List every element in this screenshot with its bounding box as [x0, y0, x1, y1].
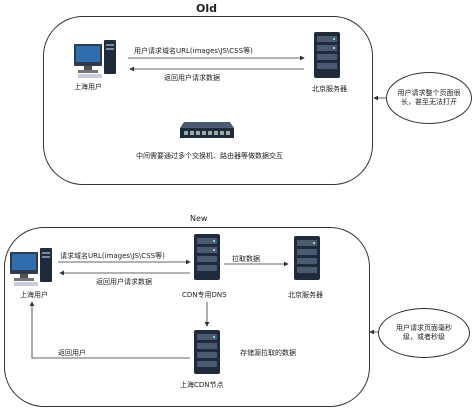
old-note-line1: 用户请求整个页面很 — [397, 88, 461, 97]
store-label: 存储源拉取的数据 — [240, 349, 296, 357]
new-title: New — [190, 214, 208, 223]
old-user-label: 上海用户 — [74, 83, 102, 91]
computer-icon — [74, 38, 124, 84]
old-title: Old — [196, 2, 217, 15]
network-switch-icon — [180, 116, 234, 144]
pull-label: 拉取数据 — [232, 255, 260, 263]
return-user-label: 返回用户 — [58, 349, 86, 357]
new-note-bubble: 用户请求页面毫秒 级，或者秒级 — [378, 308, 470, 358]
server-rack-icon — [194, 234, 220, 284]
return-user-path — [29, 301, 190, 359]
old-server-label: 北京服务器 — [312, 85, 347, 93]
old-return-label: 返回用户请求数据 — [164, 74, 220, 82]
old-note-bubble: 用户请求整个页面很 长，甚至无法打开 — [386, 72, 472, 124]
server-rack-icon — [194, 330, 220, 378]
server-rack-icon — [314, 32, 340, 82]
cdn-node-label: 上海CDN节点 — [180, 381, 224, 389]
old-switch-label: 中间需要通过多个交换机、路由器等做数据交互 — [136, 152, 283, 160]
new-note-line2: 级，或者秒级 — [403, 333, 445, 341]
new-request-label: 请求域名URL(images\JS\CSS等) — [60, 252, 165, 260]
old-request-label: 用户请求域名URL(images\JS\CSS等) — [134, 47, 253, 55]
new-user-label: 上海用户 — [20, 291, 48, 299]
server-rack-icon — [294, 236, 320, 284]
new-return-label: 返回用户请求数据 — [96, 278, 152, 286]
old-note-line2: 长，甚至无法打开 — [401, 98, 457, 106]
new-server-label: 北京服务器 — [288, 291, 323, 299]
new-note-line1: 用户请求页面毫秒 — [396, 323, 452, 332]
computer-icon — [10, 246, 60, 292]
dns-label: CDN专用DNS — [182, 291, 227, 299]
